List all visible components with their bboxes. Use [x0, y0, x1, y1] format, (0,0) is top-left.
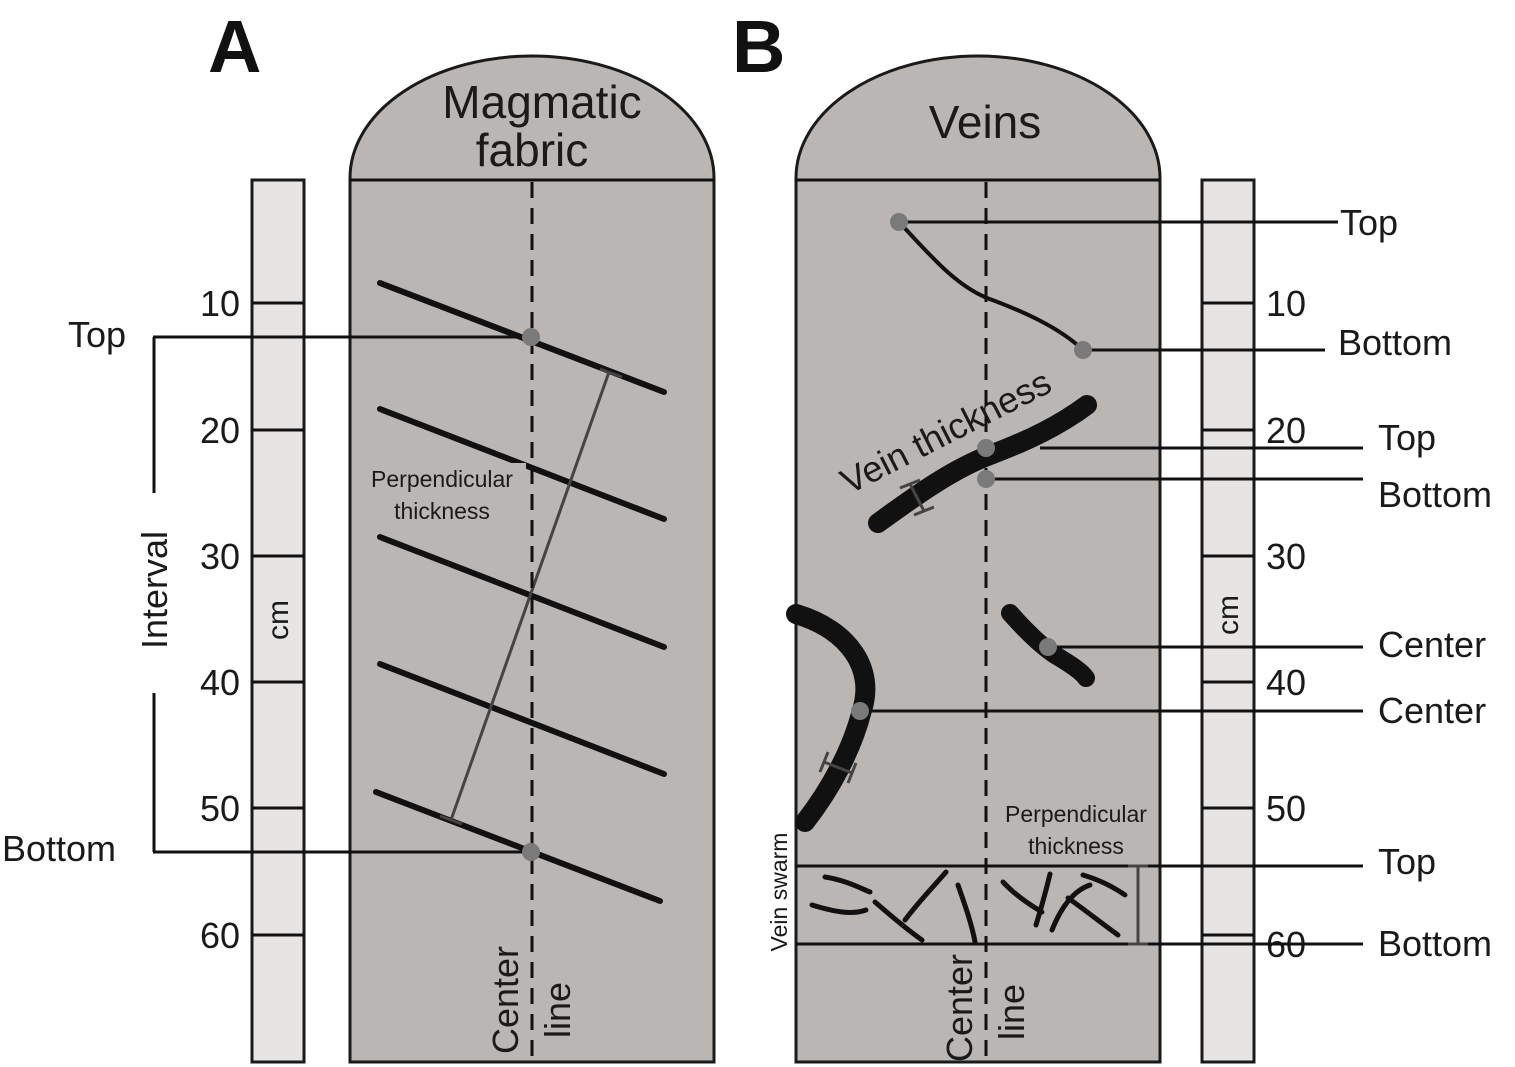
- vein-swarm: [809, 869, 1128, 945]
- label-bottom-3: Bottom: [1378, 923, 1492, 964]
- fabric-line: [373, 789, 663, 904]
- swarm-vein: [1065, 895, 1121, 938]
- vein-thickness-marker-cap: [913, 505, 935, 517]
- panel-b-tick-label-40: 40: [1266, 662, 1306, 703]
- curved-vein-thickness-marker-cap: [818, 751, 830, 773]
- swarm-vein: [955, 882, 978, 945]
- panel-b-tick-label-30: 30: [1266, 536, 1306, 577]
- panel-a-perpendicular-thickness-line: [449, 371, 611, 821]
- panel-a-tick-label-40: 40: [200, 662, 240, 703]
- panel-a-top-point: [522, 328, 540, 346]
- panel-a-tick-label-60: 60: [200, 915, 240, 956]
- swarm-vein: [872, 899, 925, 943]
- panel-b-perpendicular-label-line2: thickness: [1028, 833, 1124, 859]
- panel-a-bottom-point: [522, 843, 540, 861]
- panel-a: A Magmatic fabric 10 20 30 40 50 60 cm I…: [2, 5, 716, 1064]
- panel-a-perpendicular-label-line1: Perpendicular: [371, 466, 513, 492]
- panel-b: B Veins 10 20 30 40 50 60 cm: [732, 5, 1492, 1064]
- label-center-1: Center: [1378, 624, 1486, 665]
- panel-b-center-line-label-2: line: [991, 984, 1032, 1040]
- panel-a-center-line-label-1: Center: [485, 946, 526, 1054]
- curved-vein-thickness-marker-cap: [846, 762, 858, 784]
- vein-bottom-point-2: [977, 470, 995, 488]
- label-bottom-1: Bottom: [1338, 322, 1452, 363]
- panel-a-perpendicular-cap-top: [599, 367, 623, 379]
- panel-b-tick-label-50: 50: [1266, 788, 1306, 829]
- vein-top-point-2: [977, 439, 995, 457]
- panel-a-top-label: Top: [68, 314, 126, 355]
- vein-center-point-2: [851, 702, 869, 720]
- panel-b-scale-tick-marks: [1202, 301, 1254, 937]
- panel-a-perp-label-bg: [354, 463, 526, 523]
- panel-b-tick-label-10: 10: [1266, 283, 1306, 324]
- curved-vein-thickness-marker: [823, 760, 853, 775]
- panel-a-center-line-label-2: line: [537, 982, 578, 1038]
- panel-b-title: Veins: [929, 96, 1042, 148]
- panel-a-title-line2: fabric: [476, 124, 588, 176]
- panel-b-tick-label-20: 20: [1266, 410, 1306, 451]
- panel-b-perpendicular-label-line1: Perpendicular: [1005, 801, 1147, 827]
- label-top-2: Top: [1378, 417, 1436, 458]
- vein-center-point-1: [1039, 638, 1057, 656]
- panel-b-scale-unit: cm: [1212, 595, 1245, 635]
- swarm-vein: [822, 874, 873, 895]
- panel-b-core: [794, 54, 1162, 1064]
- panel-a-perpendicular-label-line2: thickness: [394, 498, 490, 524]
- label-top-3: Top: [1378, 841, 1436, 882]
- panel-b-scale-bar: [1200, 178, 1256, 1064]
- panel-a-bottom-label: Bottom: [2, 828, 116, 869]
- fabric-line: [377, 534, 667, 650]
- swarm-vein: [1080, 872, 1128, 898]
- panel-a-scale-tick-marks: [252, 301, 304, 937]
- panel-a-tick-label-30: 30: [200, 536, 240, 577]
- panel-b-letter: B: [732, 5, 785, 88]
- panel-b-center-line-label-1: Center: [939, 954, 980, 1062]
- panel-a-scale-bar: [250, 178, 306, 1064]
- panel-a-tick-label-50: 50: [200, 788, 240, 829]
- vein-bottom-point-1: [1074, 341, 1092, 359]
- fabric-line: [377, 661, 667, 777]
- swarm-vein: [902, 869, 949, 923]
- short-vein: [1001, 604, 1095, 687]
- panel-a-letter: A: [208, 5, 261, 88]
- panel-a-tick-label-10: 10: [200, 283, 240, 324]
- vein-top-point-1: [890, 213, 908, 231]
- panel-a-tick-label-20: 20: [200, 410, 240, 451]
- label-center-2: Center: [1378, 690, 1486, 731]
- panel-a-perpendicular-cap-bottom: [439, 814, 463, 826]
- label-bottom-2: Bottom: [1378, 474, 1492, 515]
- vein-swarm-label: Vein swarm: [766, 833, 792, 952]
- label-top-1: Top: [1340, 202, 1398, 243]
- panel-a-interval-label: Interval: [134, 531, 175, 649]
- vein-thickness-marker-cap: [899, 478, 921, 490]
- vein-thickness-marker: [908, 483, 926, 512]
- swarm-vein: [1033, 871, 1053, 928]
- panel-a-scale-unit: cm: [262, 600, 295, 640]
- swarm-vein: [809, 902, 869, 915]
- panel-a-title-line1: Magmatic: [442, 76, 641, 128]
- panel-b-leaders: [860, 220, 1363, 946]
